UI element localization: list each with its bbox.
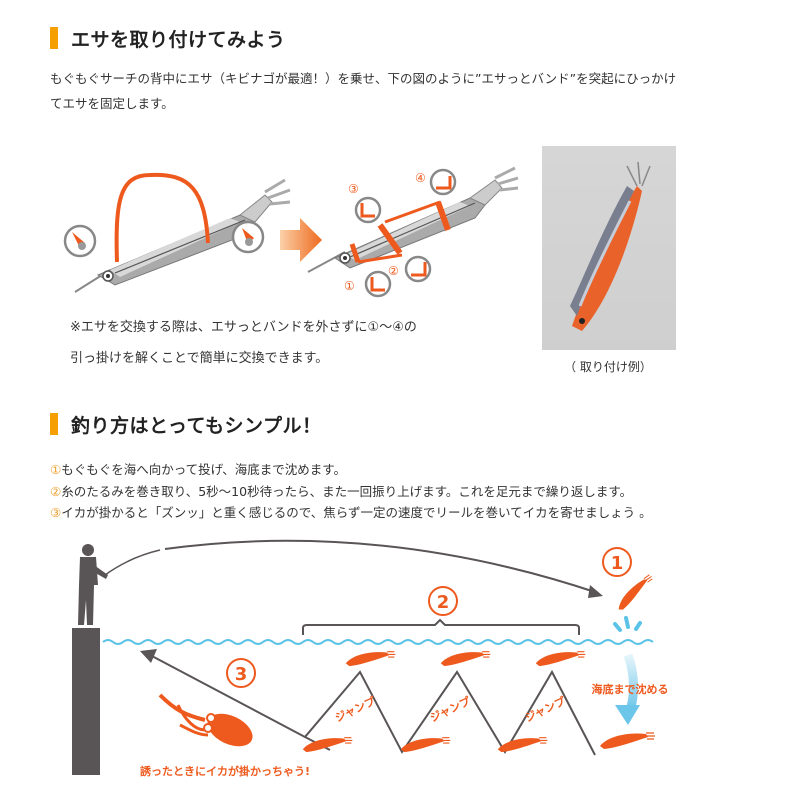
svg-text:③: ③ <box>348 182 359 196</box>
squid-hooked-label: 誘ったときにイカが掛かっちゃう! <box>140 764 310 778</box>
section-heading-method: 釣り方はとってもシンプル！ <box>50 412 322 437</box>
jump-label: ジャンプ <box>428 693 474 724</box>
fish-after-illustration: ③ ④ ① ② <box>307 166 519 298</box>
arrow-head-icon <box>588 585 603 598</box>
photo-caption: （ 取り付け例） <box>564 360 652 374</box>
svg-text:②: ② <box>388 264 399 278</box>
water-surface <box>102 639 654 645</box>
pier <box>72 628 100 775</box>
sink-label: 海底まで沈める <box>592 682 669 696</box>
hook-point-3: ③ <box>348 182 382 224</box>
heading-title: 釣り方はとってもシンプル！ <box>71 414 322 437</box>
attachment-example-photo <box>542 146 676 350</box>
exchange-note: ※エサを交換する際は、エサっとバンドを外さずに①〜④の 引っ掛けを解くことで簡単… <box>70 320 417 366</box>
jump-label: ジャンプ <box>523 693 569 724</box>
step3-marker: 3 <box>226 658 256 688</box>
bait-description: もぐもぐサーチの背中にエサ（キビナゴが最適！）を乗せ、下の図のように”エサっとバ… <box>50 71 677 111</box>
splash-icon <box>613 616 642 632</box>
step-item: ①もぐもぐを海へ向かって投げ、海底まで沈めます。 <box>50 462 346 477</box>
fishing-method-diagram: 1 海底まで沈める 2 ジャンプ ジャンプ ジャンプ 3 誘ったときにイカが掛か… <box>72 539 669 778</box>
arrow-right-icon <box>280 218 322 262</box>
step-item: ②糸のたるみを巻き取り、5秒〜10秒待ったら、また一回振り上げます。これを足元ま… <box>50 483 633 499</box>
svg-text:3: 3 <box>235 664 248 685</box>
heading-title: エサを取り付けてみよう <box>71 28 286 51</box>
fish-before-illustration <box>63 172 291 293</box>
step-item: ③イカが掛かると「ズンッ」と重く感じるので、焦らず一定の速度でリールを巻いてイカ… <box>50 505 652 520</box>
svg-text:2: 2 <box>437 592 450 613</box>
fishing-rod <box>104 549 161 576</box>
bait-attach-diagram: ③ ④ ① ② <box>63 166 519 298</box>
step1-marker: 1 <box>602 547 632 577</box>
heading-accent-bar <box>50 27 58 49</box>
svg-text:④: ④ <box>415 171 426 185</box>
svg-text:①: ① <box>344 279 355 293</box>
steps-list: ①もぐもぐを海へ向かって投げ、海底まで沈めます。 ②糸のたるみを巻き取り、5秒〜… <box>50 459 652 524</box>
angler-silhouette <box>78 544 108 625</box>
section-heading-bait: エサを取り付けてみよう <box>50 26 286 51</box>
hook-point-4: ④ <box>415 168 457 196</box>
squid-illustration <box>158 693 253 747</box>
hook-point-1: ① <box>344 270 392 298</box>
jump-label: ジャンプ <box>333 693 379 724</box>
heading-accent-bar <box>50 413 58 435</box>
lure-with-bait-image <box>570 161 651 331</box>
hook-point-2: ② <box>388 255 432 283</box>
cast-arc <box>164 539 599 594</box>
step2-marker: 2 <box>428 586 458 616</box>
step2-brace <box>302 618 580 635</box>
jump-path <box>303 669 596 756</box>
svg-text:1: 1 <box>611 553 624 574</box>
reel-in-arrow <box>149 654 306 738</box>
